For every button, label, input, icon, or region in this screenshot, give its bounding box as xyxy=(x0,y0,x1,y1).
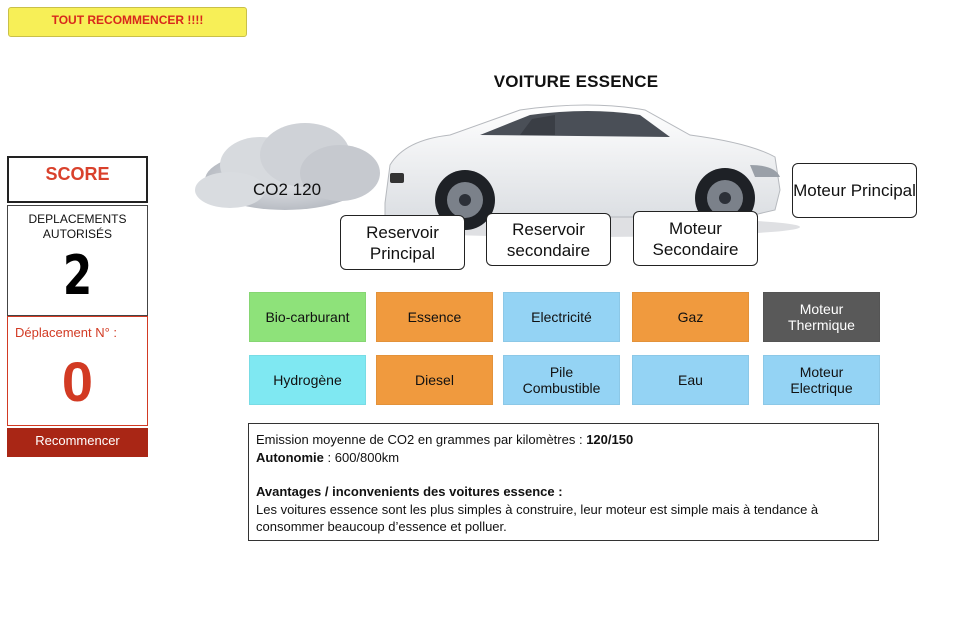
option-pile-combustible[interactable]: Pile Combustible xyxy=(503,355,620,405)
slot-moteur-principal[interactable]: Moteur Principal xyxy=(792,163,917,218)
allowed-moves-label: DEPLACEMENTS AUTORISÉS xyxy=(28,212,127,241)
autonomy-line: Autonomie : 600/800km xyxy=(256,449,871,467)
advantages-text: Les voitures essence sont les plus simpl… xyxy=(256,501,819,535)
emission-line: Emission moyenne de CO2 en grammes par k… xyxy=(256,431,871,449)
allowed-moves-value: 2 xyxy=(62,244,93,307)
option-diesel[interactable]: Diesel xyxy=(376,355,493,405)
allowed-moves-panel: DEPLACEMENTS AUTORISÉS 2 xyxy=(7,205,148,316)
emission-label: Emission moyenne de CO2 en grammes par k… xyxy=(256,432,587,447)
exhaust-cloud-icon xyxy=(195,123,380,210)
option-hydrogene[interactable]: Hydrogène xyxy=(249,355,366,405)
reset-all-button[interactable]: TOUT RECOMMENCER !!!! xyxy=(8,7,247,37)
car-icon xyxy=(370,104,800,237)
emission-value: 120/150 xyxy=(586,432,634,447)
option-gaz[interactable]: Gaz xyxy=(632,292,749,342)
option-bio-carburant[interactable]: Bio-carburant xyxy=(249,292,366,342)
option-electricite[interactable]: Electricité xyxy=(503,292,620,342)
autonomy-label: Autonomie xyxy=(256,449,324,465)
option-moteur-electrique[interactable]: Moteur Electrique xyxy=(763,355,880,405)
move-number-panel: Déplacement N° : 0 xyxy=(7,316,148,426)
option-moteur-thermique[interactable]: Moteur Thermique xyxy=(763,292,880,342)
advantages-title: Avantages / inconvenients des voitures e… xyxy=(256,484,563,499)
car-illustration xyxy=(195,104,800,237)
move-number-label: Déplacement N° : xyxy=(15,325,118,340)
autonomy-value: : 600/800km xyxy=(327,449,400,465)
score-header: SCORE xyxy=(7,156,148,203)
slot-moteur-secondaire[interactable]: Moteur Secondaire xyxy=(633,211,758,266)
move-number-value: 0 xyxy=(61,350,94,413)
slot-reservoir-principal[interactable]: Reservoir Principal xyxy=(340,215,465,270)
slot-reservoir-secondaire[interactable]: Reservoir secondaire xyxy=(486,213,611,266)
co2-label: CO2 120 xyxy=(253,180,322,199)
option-eau[interactable]: Eau xyxy=(632,355,749,405)
info-panel: Emission moyenne de CO2 en grammes par k… xyxy=(248,423,879,541)
option-essence[interactable]: Essence xyxy=(376,292,493,342)
page-title: VOITURE ESSENCE xyxy=(493,72,659,91)
restart-button[interactable]: Recommencer xyxy=(7,428,148,457)
